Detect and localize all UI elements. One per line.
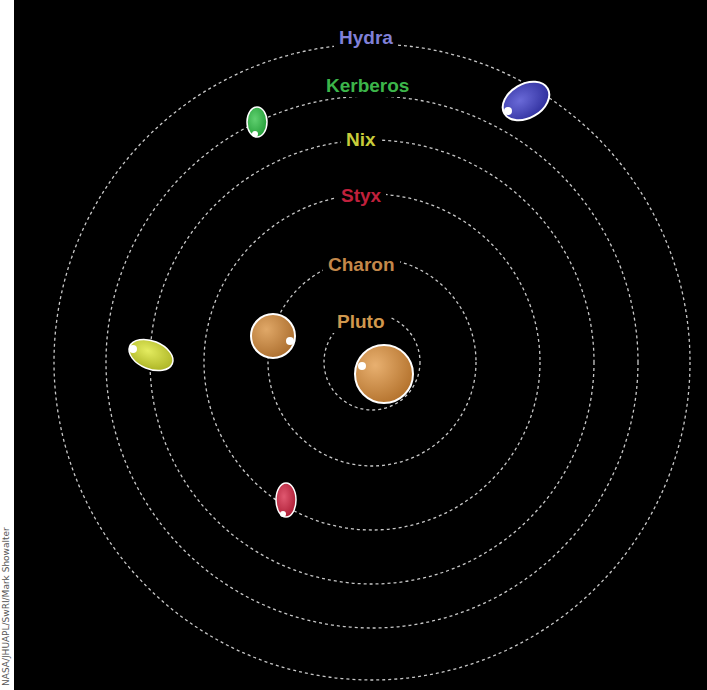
pluto-body xyxy=(355,345,413,403)
nix-body xyxy=(124,333,177,376)
hydra-body xyxy=(496,74,556,128)
charon-body xyxy=(251,314,295,358)
styx-body xyxy=(276,483,296,517)
image-credit: NASA/JHUAPL/SwRI/Mark Showalter xyxy=(1,527,12,686)
space-background xyxy=(14,0,707,690)
hydra-orbit xyxy=(54,44,690,680)
kerberos-label: Kerberos xyxy=(321,75,414,97)
charon-label: Charon xyxy=(323,254,400,276)
kerberos-orbit xyxy=(106,96,638,628)
kerberos-body xyxy=(247,107,267,137)
styx-orbit xyxy=(204,194,540,530)
hydra-label: Hydra xyxy=(334,27,398,49)
charon-orbit xyxy=(268,258,476,466)
styx-label: Styx xyxy=(336,185,386,207)
nix-orbit xyxy=(150,140,594,584)
orbits xyxy=(54,44,690,680)
pluto-label: Pluto xyxy=(332,311,390,333)
nix-label: Nix xyxy=(341,129,381,151)
